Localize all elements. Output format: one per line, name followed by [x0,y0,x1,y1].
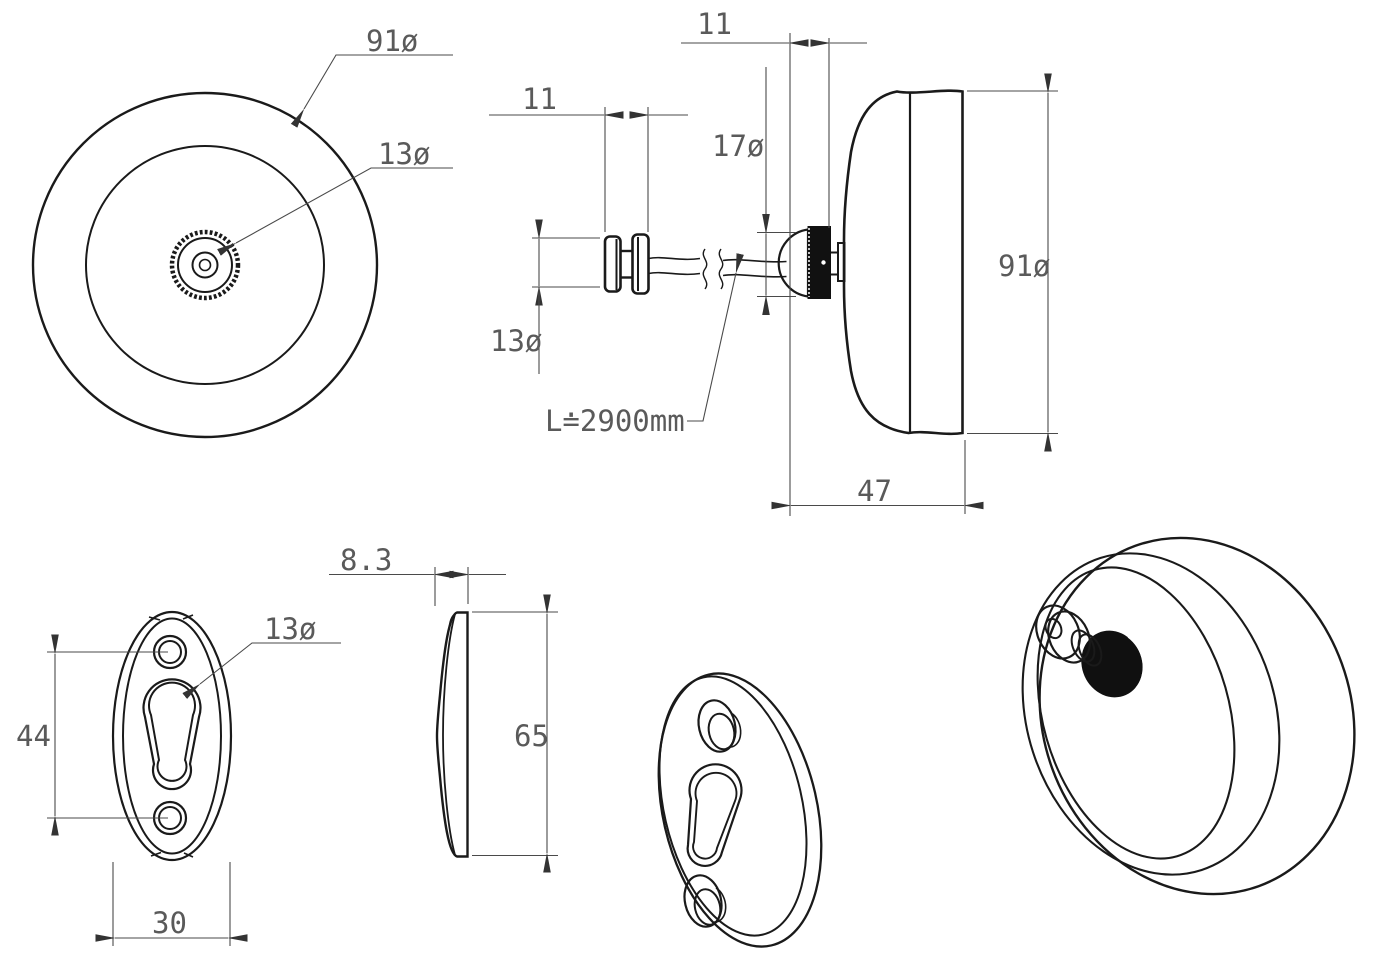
stopper-right-flange [631,233,650,295]
device-3d-view [1021,536,1356,896]
plate-3d-top-hole [697,699,737,753]
dim-label-stopper-dia: 13ø [490,324,542,358]
dim-label-body-dia: 91ø [998,249,1050,283]
device-3d-knob [1035,604,1144,698]
plate-outer-edge [111,610,233,862]
front-hub-knurl [169,229,241,301]
line-end-dimensions: 11 13ø L≐2900mm [489,82,744,438]
dim-label-body-depth: 47 [857,474,892,508]
dim-label-stopper-width: 11 [522,82,557,116]
leader-front-hub-dia [217,167,453,256]
plate-keyhole-outer [142,678,202,791]
knob-bracket [837,242,846,282]
plate-profile [435,611,469,858]
plate-inner-edge [122,617,222,855]
body-side-dimensions: 11 17ø 91ø 47 [681,7,1058,516]
plate-3d-bottom-hole [683,874,723,928]
front-inner-rim [85,145,325,385]
dim-label-knob-width: 11 [697,7,732,41]
plate-side-view [435,611,469,858]
cable-line [648,248,787,290]
device-3d-body [1038,536,1356,896]
knob-dome [777,228,810,298]
body-side-view [777,89,964,436]
body-outline [842,89,964,436]
dim-label-plate-hole-spacing: 44 [16,719,51,753]
plate-keyhole-inner [148,681,196,782]
cable-break-symbol [702,248,708,290]
dim-label-plate-width: 30 [152,906,187,940]
dim-label-plate-hole-dia: 13ø [264,612,316,646]
front-view-dimensions: 91ø 13ø [217,24,453,256]
plate-3d-view [657,672,823,948]
front-view [31,91,379,439]
knob-end-cap [1035,604,1081,660]
plate-front-view [111,610,233,862]
leader-front-outer-dia [290,54,453,128]
plate-side-dimensions: 8.3 65 [329,543,558,873]
dim-label-line-length: L≐2900mm [545,404,685,438]
cable-break-symbol [718,248,724,290]
dim-label-plate-height: 65 [514,719,549,753]
dim-label-front-outer-dia: 91ø [366,24,418,58]
front-outer-rim [31,91,379,439]
plate-front-dimensions: 44 30 13ø [16,612,341,946]
dim-label-front-hub-dia: 13ø [378,137,430,171]
stopper-left-flange [603,235,622,293]
line-end-view [603,233,787,295]
pull-knob [777,226,846,299]
plate-3d-keyhole [686,763,743,867]
leader-plate-hole-dia [182,642,341,700]
dim-label-plate-thickness: 8.3 [340,543,392,577]
leader-line-length [687,253,744,422]
dim-label-knob-dia: 17ø [712,129,764,163]
knob-knurl-3d [1081,630,1143,698]
knob-knurl [807,226,831,299]
